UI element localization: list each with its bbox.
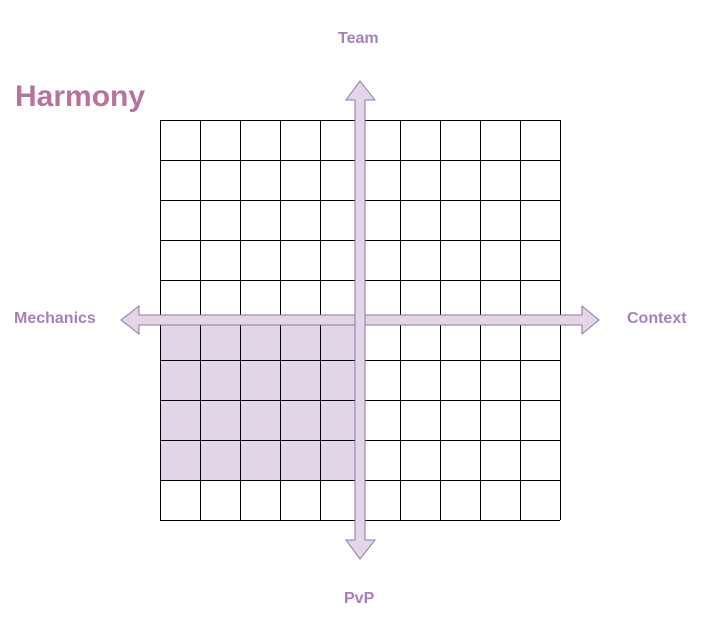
axis-label-right: Context xyxy=(627,310,687,327)
diagram-title: Harmony xyxy=(15,80,146,113)
axis-label-bottom: PvP xyxy=(344,590,375,607)
axis-label-left: Mechanics xyxy=(14,310,96,327)
axis-label-top: Team xyxy=(338,30,379,47)
vertical-axis-arrow xyxy=(345,80,377,560)
